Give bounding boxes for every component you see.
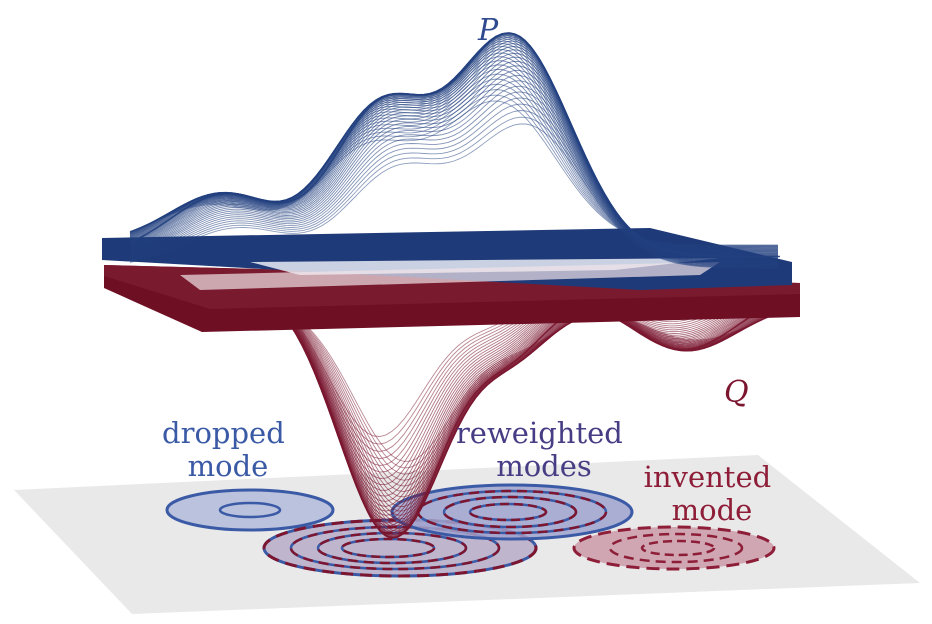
dropped-mode-label: dropped mode	[162, 416, 294, 483]
q-label: Q	[724, 375, 749, 410]
p-base-plate	[102, 228, 792, 290]
reweighted-modes-label-line1: reweighted	[456, 416, 623, 450]
invented-mode-label-line2: mode	[672, 493, 753, 527]
reweighted-modes-label-line2: modes	[496, 449, 592, 483]
p-label: P	[477, 13, 499, 48]
dropped-mode-label-line2: mode	[188, 449, 269, 483]
dropped-mode-label-line1: dropped	[162, 416, 285, 450]
dropped-mode-contours	[165, 488, 335, 532]
reweighted-modes-label: reweighted modes	[456, 416, 632, 483]
invented-mode-label-line1: invented	[644, 460, 772, 494]
invented-mode-contours	[572, 525, 776, 571]
p-density-surface	[129, 32, 780, 269]
invented-mode-label: invented mode	[644, 460, 781, 527]
